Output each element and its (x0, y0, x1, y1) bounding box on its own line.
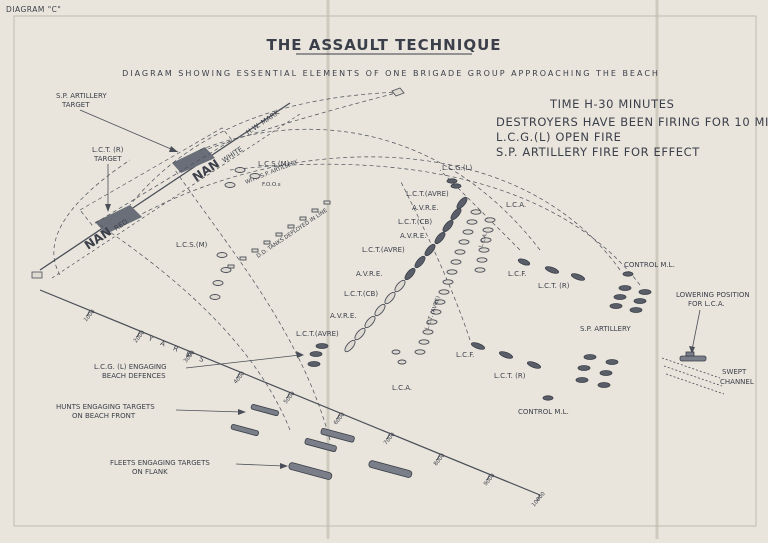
hunts-ships (230, 404, 355, 453)
control-ml-top-craft (622, 271, 634, 277)
lct-r-bottom-label: L.C.T. (R) (494, 372, 526, 380)
avre-label-2: A.V.R.E. (400, 232, 427, 240)
lcg-engaging-arrow (185, 354, 301, 369)
lcg-engaging-label-1: L.C.G. (L) ENGAGING (94, 363, 167, 371)
avre-label-4: A.V.R.E. (330, 312, 357, 320)
shoreline (39, 102, 291, 271)
sp-artillery-target-arrowhead (169, 146, 178, 152)
fleets-label-1: FLEETS ENGAGING TARGETS (110, 459, 210, 467)
lct-avre-label-1: L.C.T.(AVRE) (406, 190, 449, 198)
lowering-position-arrow (691, 309, 701, 351)
lcg-l-top-label: L.C.G.(L) (442, 164, 473, 172)
aircraft-spotter (391, 87, 405, 97)
lowering-position-label-2: FOR L.C.A. (688, 300, 725, 308)
fleets-ships (288, 460, 413, 480)
dd-tanks-line (227, 200, 331, 269)
lowering-position-label-1: LOWERING POSITION (676, 291, 750, 299)
assault-column-craft (344, 196, 468, 353)
beach-obstacle (31, 271, 43, 279)
sp-artillery-target-label-1: S.P. ARTILLERY (56, 92, 107, 100)
lca-columns-craft (391, 209, 496, 365)
avre-label-3: A.V.R.E. (356, 270, 383, 278)
fleets-arrow (235, 463, 285, 467)
lcg-l-top-craft (446, 178, 462, 189)
lcs-m-left-label: L.C.S.(M) (176, 241, 208, 249)
sp-artillery-label: S.P. ARTILLERY (580, 325, 631, 333)
lcs-m-top-sublabel-2: F.O.O.s (262, 182, 281, 188)
lowering-position-ships (679, 351, 707, 362)
hunts-arrowhead (238, 409, 246, 415)
lca-in-column-label: L.C.A. (478, 232, 489, 249)
time-line-3: S.P. ARTILLERY FIRE FOR EFFECT (496, 145, 700, 159)
lcg-engaging-arrowhead (296, 351, 304, 358)
hw-mark-line (51, 113, 301, 279)
swept-channel-label-2: CHANNEL (720, 378, 754, 386)
sp-artillery-group-lower (575, 354, 619, 388)
lcg-engaging-craft (307, 343, 329, 367)
lct-avre-label-2: L.C.T.(AVRE) (362, 246, 405, 254)
hunts-label-2: ON BEACH FRONT (72, 412, 136, 420)
lct-avre-label-3: L.C.T.(AVRE) (296, 330, 339, 338)
fire-trajectories (53, 91, 641, 441)
fleets-arrowhead (280, 463, 288, 469)
page-title: THE ASSAULT TECHNIQUE (266, 36, 501, 54)
hunts-arrow (175, 409, 243, 413)
control-ml-bottom-craft (542, 395, 554, 401)
lca-top-label: L.C.A. (506, 201, 526, 209)
sp-artillery-group-upper (609, 285, 652, 313)
lcf-bottom-craft (470, 342, 542, 369)
lct-r-target-label-2: TARGET (93, 155, 122, 163)
lct-r-top-craft (544, 266, 586, 281)
lcs-m-top-label: L.C.S.(M) (258, 160, 290, 168)
diagram-label: DIAGRAM "C" (6, 5, 61, 14)
nan-red-target-block (95, 205, 142, 234)
lct-r-top-label: L.C.T. (R) (538, 282, 570, 290)
page-border (13, 15, 757, 527)
lcg-engaging-label-2: BEACH DEFENCES (102, 372, 166, 380)
nan-white-target-block (172, 147, 215, 173)
lcf-bottom-label: L.C.F. (456, 351, 474, 359)
time-line-2: L.C.G.(L) OPEN FIRE (496, 130, 622, 144)
fleets-label-2: ON FLANK (132, 468, 168, 476)
avre-label-1: A.V.R.E. (412, 204, 439, 212)
sp-artillery-target-arrow (79, 109, 179, 153)
lcs-m-top-craft (224, 167, 261, 188)
time-line-1: DESTROYERS HAVE BEEN FIRING FOR 10 MINS. (496, 115, 768, 129)
swept-channel-label-1: SWEPT (722, 368, 747, 376)
sp-artillery-target-label-2: TARGET (61, 101, 90, 109)
control-ml-top-label: CONTROL M.L. (624, 261, 675, 269)
page-subtitle: DIAGRAM SHOWING ESSENTIAL ELEMENTS OF ON… (122, 69, 660, 78)
lct-cb-label-1: L.C.T.(CB) (398, 218, 432, 226)
time-heading: TIME H-30 MINUTES (549, 97, 674, 111)
lcf-top-label: L.C.F. (508, 270, 526, 278)
lca-bottom-label: L.C.A. (392, 384, 412, 392)
control-ml-bottom-label: CONTROL M.L. (518, 408, 569, 416)
lct-cb-label-2: L.C.T.(CB) (344, 290, 378, 298)
lct-r-target-arrowhead (105, 204, 111, 212)
hunts-label-1: HUNTS ENGAGING TARGETS (56, 403, 155, 411)
lcs-m-left-craft (209, 252, 232, 300)
lowering-position-arrowhead (689, 346, 695, 354)
lcf-top-craft (517, 258, 531, 266)
lct-r-target-label-1: L.C.T. (R) (92, 146, 124, 154)
